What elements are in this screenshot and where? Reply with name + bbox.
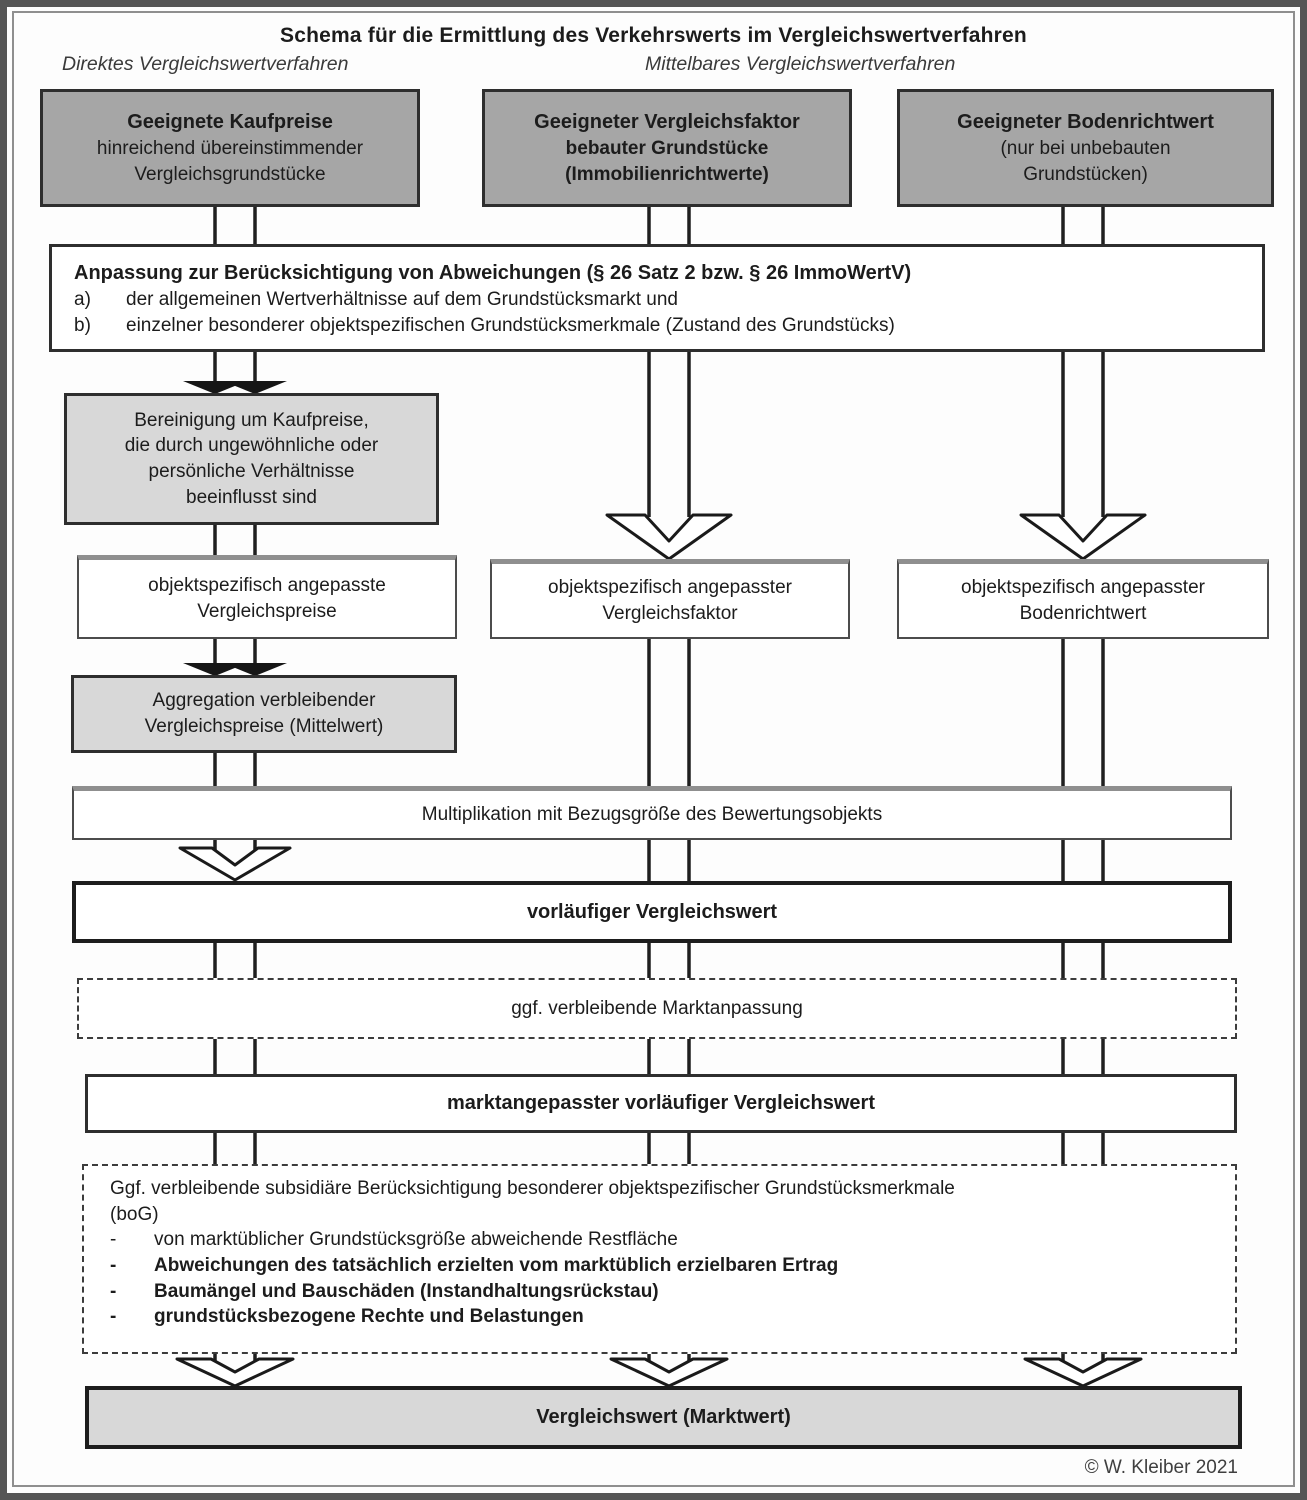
list-item: - grundstücksbezogene Rechte und Belastu… — [110, 1304, 584, 1330]
box-marktanpassung: ggf. verbleibende Marktanpassung — [77, 978, 1237, 1039]
anpassung-title: Anpassung zur Berücksichtigung von Abwei… — [74, 261, 912, 284]
box-line: hinreichend übereinstimmender — [96, 137, 364, 159]
box-title: Geeigneter Bodenrichtwert — [957, 110, 1214, 133]
box-multiplikation: Multiplikation mit Bezugsgröße des Bewer… — [72, 786, 1232, 840]
box-geeigneter-bodenrichtwert: Geeigneter Bodenrichtwert (nur bei unbeb… — [897, 89, 1274, 207]
item-text: einzelner besonderer objektspezifischen … — [126, 314, 895, 336]
arrow-preise-to-aggregation — [183, 663, 287, 676]
list-item: - Abweichungen des tatsächlich erzielten… — [110, 1253, 838, 1279]
box-geeignete-kaufpreise: Geeignete Kaufpreise hinreichend überein… — [40, 89, 420, 207]
arrow-multiplikation-to-vorlaeufiger — [178, 846, 292, 882]
arrow-subsidiaer-to-vergleichswert-left — [175, 1357, 295, 1388]
box-line: Bereinigung um Kaufpreise, — [134, 409, 369, 431]
box-angepasster-vergleichsfaktor: objektspezifisch angepasster Vergleichsf… — [490, 559, 850, 639]
list-item-text: von marktüblicher Grundstücksgröße abwei… — [154, 1229, 678, 1251]
list-item: - von marktüblicher Grundstücksgröße abw… — [110, 1227, 678, 1253]
subsidiaer-intro2: (boG) — [110, 1203, 159, 1225]
box-title: Geeignete Kaufpreise — [127, 110, 333, 133]
box-title: Geeigneter Vergleichsfaktor — [534, 110, 800, 133]
copyright-credit: © W. Kleiber 2021 — [1084, 1457, 1238, 1478]
box-line: Vergleichswert (Marktwert) — [536, 1406, 791, 1428]
box-subsidiaere-beruecksichtigung: Ggf. verbleibende subsidiäre Berücksicht… — [82, 1164, 1237, 1354]
anpassung-item-b: b) einzelner besonderer objektspezifisch… — [74, 313, 895, 339]
arrow-subsidiaer-to-vergleichswert-middle — [609, 1357, 729, 1388]
bullet: - — [110, 1254, 117, 1276]
bullet: - — [110, 1306, 117, 1328]
box-line: Bodenrichtwert — [1019, 602, 1147, 624]
box-line: vorläufiger Vergleichswert — [526, 900, 778, 923]
box-line: Aggregation verbleibender — [152, 690, 376, 712]
arrow-anpassung-to-bereinigung — [183, 381, 287, 394]
box-line: Vergleichsgrundstücke — [134, 163, 326, 185]
box-angepasste-vergleichspreise: objektspezifisch angepasste Vergleichspr… — [77, 555, 457, 639]
bullet: - — [110, 1280, 117, 1302]
box-line: persönliche Verhältnisse — [148, 461, 355, 482]
box-aggregation: Aggregation verbleibender Vergleichsprei… — [71, 675, 457, 753]
box-line: Vergleichspreise — [197, 600, 337, 622]
arrow-anpassung-to-vergleichsfaktor — [605, 513, 733, 561]
box-marktangepasster-vergleichswert: marktangepasster vorläufiger Vergleichsw… — [85, 1074, 1237, 1133]
diagram-title: Schema für die Ermittlung des Verkehrswe… — [280, 24, 1027, 47]
arrow-anpassung-to-bodenrichtwert — [1019, 513, 1147, 561]
item-label: a) — [74, 288, 91, 310]
box-line: Multiplikation mit Bezugsgröße des Bewer… — [421, 803, 883, 825]
box-line: Vergleichspreise (Mittelwert) — [144, 716, 384, 737]
box-line: (Immobilienrichtwerte) — [565, 163, 769, 185]
box-bereinigung: Bereinigung um Kaufpreise, die durch ung… — [64, 393, 439, 525]
bullet: - — [110, 1229, 117, 1251]
label-direktes-verfahren: Direktes Vergleichswertverfahren — [62, 53, 349, 75]
connector-column-left — [213, 207, 257, 1361]
box-line: die durch ungewöhnliche oder — [124, 435, 379, 457]
item-text: der allgemeinen Wertverhältnisse auf dem… — [126, 288, 678, 310]
list-item-text: Baumängel und Bauschäden (Instandhaltung… — [154, 1280, 659, 1302]
box-line: marktangepasster vorläufiger Vergleichsw… — [447, 1092, 875, 1114]
connector-column-right — [1061, 207, 1105, 1361]
arrow-subsidiaer-to-vergleichswert-right — [1023, 1357, 1143, 1388]
box-line: Vergleichsfaktor — [602, 602, 738, 624]
list-item: - Baumängel und Bauschäden (Instandhaltu… — [110, 1279, 659, 1305]
box-geeigneter-vergleichsfaktor: Geeigneter Vergleichsfaktor bebauter Gru… — [482, 89, 852, 207]
box-line: bebauter Grundstücke — [565, 137, 769, 159]
label-mittelbares-verfahren: Mittelbares Vergleichswertverfahren — [645, 53, 956, 75]
box-line: objektspezifisch angepasste — [148, 574, 386, 596]
list-item-text: grundstücksbezogene Rechte und Belastung… — [154, 1306, 584, 1328]
box-line: objektspezifisch angepasster — [961, 576, 1205, 598]
box-line: Grundstücken) — [1023, 163, 1148, 185]
box-line: beeinflusst sind — [186, 486, 317, 508]
box-line: objektspezifisch angepasster — [548, 576, 792, 598]
box-vorlaeufiger-vergleichswert: vorläufiger Vergleichswert — [72, 881, 1232, 943]
box-vergleichswert-marktwert: Vergleichswert (Marktwert) — [85, 1386, 1242, 1449]
box-line: (nur bei unbebauten — [1000, 137, 1171, 159]
list-item-text: Abweichungen des tatsächlich erzielten v… — [154, 1254, 839, 1276]
subsidiaer-intro: Ggf. verbleibende subsidiäre Berücksicht… — [110, 1178, 955, 1199]
box-angepasster-bodenrichtwert: objektspezifisch angepasster Bodenrichtw… — [897, 559, 1269, 639]
box-line: ggf. verbleibende Marktanpassung — [511, 997, 803, 1019]
item-label: b) — [74, 314, 91, 336]
box-anpassung: Anpassung zur Berücksichtigung von Abwei… — [49, 244, 1265, 352]
anpassung-item-a: a) der allgemeinen Wertverhältnisse auf … — [74, 287, 678, 313]
connector-column-middle — [647, 207, 691, 1361]
